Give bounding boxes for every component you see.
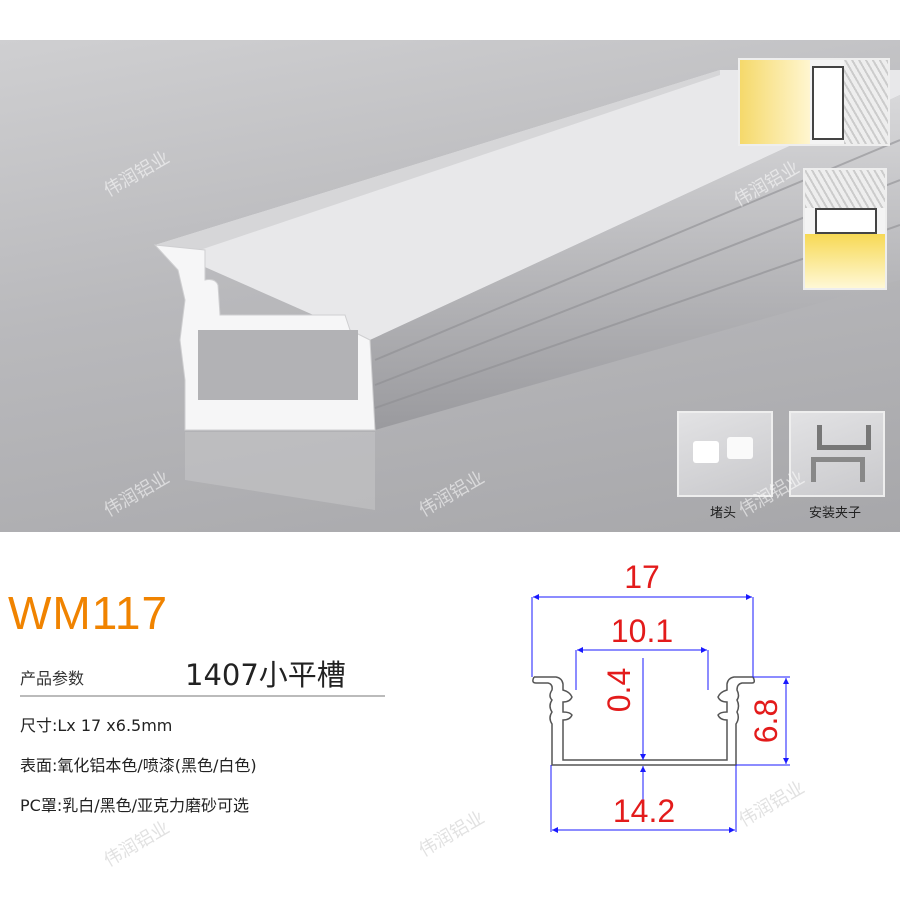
mounting-clip-icon	[817, 425, 871, 450]
profile-side	[370, 95, 900, 430]
spec-cover: PC罩:乳白/黑色/亚克力磨砂可选	[20, 796, 249, 815]
product-photo: 堵头 安装夹子 伟润铝业 伟润铝业 伟润铝业 伟润铝业 伟润铝业	[0, 40, 900, 532]
dim-bottom-width: 14.2	[613, 793, 675, 829]
end-cap-icon	[693, 441, 719, 463]
dim-height: 6.8	[748, 699, 784, 743]
mounting-clip-label: 安装夹子	[808, 506, 861, 521]
product-name: 1407小平槽	[185, 658, 346, 692]
product-model: WM117	[8, 587, 169, 639]
mounting-clip-image	[789, 411, 885, 497]
dim-wall: 0.4	[601, 668, 637, 712]
divider	[20, 695, 385, 697]
spec-surface: 表面:氧化铝本色/喷漆(黑色/白色)	[20, 756, 257, 775]
dim-inner-width: 10.1	[611, 613, 673, 649]
dim-top-width: 17	[624, 559, 660, 595]
wall-mount-illustration	[738, 58, 890, 146]
end-cap-image	[677, 411, 773, 497]
diffuser-top	[155, 70, 900, 340]
param-label: 产品参数	[20, 669, 85, 688]
ceiling-mount-illustration	[803, 168, 887, 290]
profile-outline	[532, 676, 756, 766]
end-cap-label: 堵头	[709, 506, 736, 521]
spec-size: 尺寸:Lx 17 x6.5mm	[20, 716, 173, 735]
profile-render	[153, 70, 900, 510]
